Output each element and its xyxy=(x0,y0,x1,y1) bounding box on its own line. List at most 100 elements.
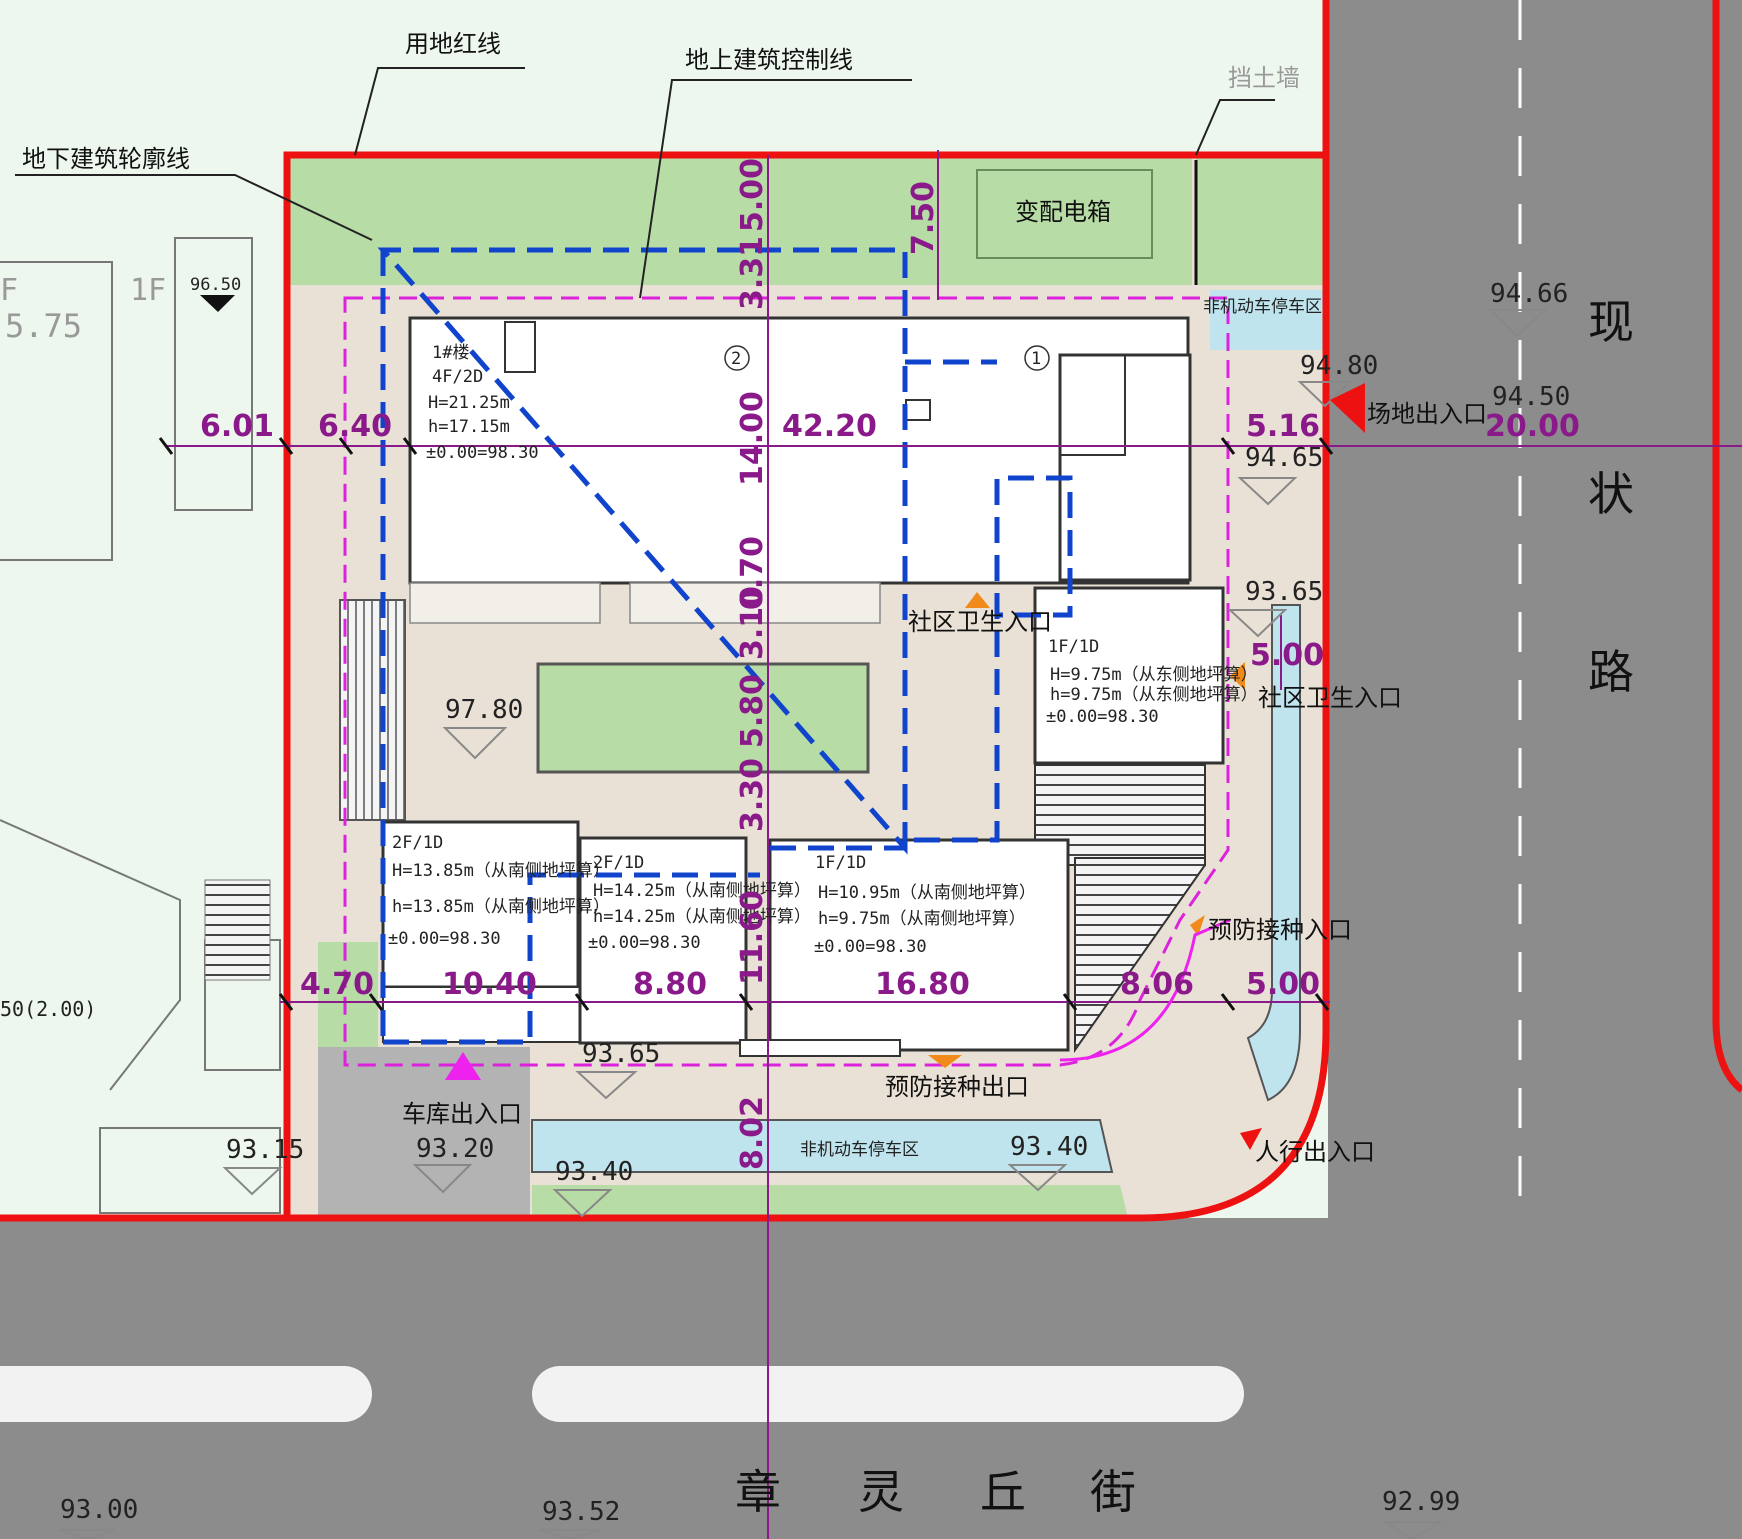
road-south-char-2: 灵 xyxy=(858,1465,904,1519)
site-entry-arrow xyxy=(1330,383,1365,433)
elev-9340a: 93.40 xyxy=(555,1157,633,1187)
dim-v-4: 0.70 xyxy=(735,536,770,610)
elev-9480: 94.80 xyxy=(1300,351,1378,381)
dim-h-top-2: 6.40 xyxy=(318,409,392,444)
dim-h-bot-6: 5.00 xyxy=(1246,967,1320,1002)
dim-v-7: 3.30 xyxy=(735,758,770,832)
dim-h-bot-4: 16.80 xyxy=(875,967,970,1002)
legend-redline: 用地红线 xyxy=(405,30,501,58)
dim-v-9: 8.02 xyxy=(735,1096,770,1170)
south-bike-parking xyxy=(531,1119,1114,1173)
sw-h: h=13.85m（从南侧地坪算） xyxy=(392,897,610,917)
elev-9365b: 93.65 xyxy=(582,1039,660,1069)
road-south-char-3: 丘 xyxy=(980,1465,1026,1519)
dim-v-1: 5.00 xyxy=(735,158,770,232)
smid-h: h=14.25m（从南侧地坪算） xyxy=(593,907,811,927)
road-east-char-1: 现 xyxy=(1588,295,1634,349)
label-site-entry: 场地出入口 xyxy=(1367,400,1487,428)
east-wing-h: h=9.75m（从东侧地坪算） xyxy=(1050,685,1258,705)
road-south-char-1: 章 xyxy=(735,1465,781,1519)
se-h: h=9.75m（从南侧地坪算） xyxy=(818,909,1026,929)
sw-base: ±0.00=98.30 xyxy=(388,929,501,949)
dim-v-3: 14.00 xyxy=(735,391,770,486)
label-community-health-inner: 社区卫生入口 xyxy=(908,608,1052,636)
dim-h-top-4: 5.16 xyxy=(1246,409,1320,444)
dim-h-top-1: 6.01 xyxy=(200,409,274,444)
dim-v-8: 11.60 xyxy=(735,890,770,985)
dim-v-misc-1: 7.50 xyxy=(906,181,941,255)
elev-9299: 92.99 xyxy=(1382,1487,1460,1517)
entrance-arrows xyxy=(445,383,1365,1150)
underground-outline xyxy=(377,247,1073,1045)
b1-base: ±0.00=98.30 xyxy=(426,443,539,463)
b1-h: h=17.15m xyxy=(428,417,510,437)
legend-underground-outline: 地下建筑轮廓线 xyxy=(22,145,190,173)
axis-circle-1: 1 xyxy=(1031,349,1041,369)
elev-9300: 93.00 xyxy=(60,1495,138,1525)
neighbor-elev-b: 96.50 xyxy=(190,275,241,295)
sw-floors: 2F/1D xyxy=(392,833,443,853)
elev-9315: 93.15 xyxy=(226,1135,304,1165)
elev-9340b: 93.40 xyxy=(1010,1132,1088,1162)
dim-h-bot-2: 10.40 xyxy=(442,967,537,1002)
label-nonmotor-parking-east: 非机动车停车区 xyxy=(1203,297,1322,317)
elev-9466: 94.66 xyxy=(1490,279,1568,309)
smid-H: H=14.25m（从南侧地坪算） xyxy=(593,881,811,901)
east-wing-floors: 1F/1D xyxy=(1048,637,1099,657)
elevation-markers xyxy=(59,309,1548,1539)
elev-9320: 93.20 xyxy=(416,1134,494,1164)
label-garage-exit: 车库出入口 xyxy=(402,1100,522,1128)
dim-h-bot-1: 4.70 xyxy=(300,967,374,1002)
dim-v-5: 3.10 xyxy=(735,586,770,660)
b1-H: H=21.25m xyxy=(428,393,510,413)
road-east-char-2: 状 xyxy=(1588,467,1634,521)
axis-circle-2: 2 xyxy=(731,349,741,369)
label-vaccination-exit: 预防接种出口 xyxy=(885,1073,1029,1101)
label-retaining-wall: 挡土墙 xyxy=(1228,64,1300,92)
east-wing-H: H=9.75m（从东侧地坪算） xyxy=(1050,665,1258,685)
road-south-char-4: 街 xyxy=(1090,1465,1136,1519)
legend-above-ground-control: 地上建筑控制线 xyxy=(685,46,853,74)
elev-9465: 94.65 xyxy=(1245,443,1323,473)
elev-9352: 93.52 xyxy=(542,1497,620,1527)
se-H: H=10.95m（从南侧地坪算） xyxy=(818,883,1036,903)
neighbor-floors-a: F xyxy=(0,273,18,308)
road-east xyxy=(1328,0,1742,1539)
central-green xyxy=(536,662,870,774)
dim-h-bot-3: 8.80 xyxy=(633,967,707,1002)
east-wing-base: ±0.00=98.30 xyxy=(1046,707,1159,727)
building-1 xyxy=(339,316,1192,821)
label-pedestrian-exit: 人行出入口 xyxy=(1255,1138,1375,1166)
road-south xyxy=(0,1218,1742,1539)
dim-h-bot-5: 8.06 xyxy=(1120,967,1194,1002)
b1-name: 1#楼 xyxy=(432,343,469,363)
label-vaccination-entry: 预防接种入口 xyxy=(1208,916,1352,944)
dimension-lines xyxy=(165,150,1742,1539)
above-ground-control-line xyxy=(343,296,1230,1067)
site-redline xyxy=(0,0,1330,1222)
se-floors: 1F/1D xyxy=(815,853,866,873)
smid-base: ±0.00=98.30 xyxy=(588,933,701,953)
dim-h-top-3: 42.20 xyxy=(782,409,877,444)
dim-v-6: 5.80 xyxy=(735,674,770,748)
label-transformer-box: 变配电箱 xyxy=(1015,198,1111,226)
b1-floors: 4F/2D xyxy=(432,367,483,387)
dim-v-2: 3.31 xyxy=(735,236,770,310)
neighbor-floors-b: 1F xyxy=(130,273,166,308)
elev-9780: 97.80 xyxy=(445,695,523,725)
se-base: ±0.00=98.30 xyxy=(814,937,927,957)
building-south-blocks xyxy=(204,820,1070,1057)
sw-H: H=13.85m（从南侧地坪算） xyxy=(392,861,610,881)
dim-v-misc-2: 5.00 xyxy=(1250,638,1324,673)
road-east-char-3: 路 xyxy=(1588,645,1634,699)
neighbor-note: 50(2.00) xyxy=(0,997,96,1021)
elev-9450: 94.50 xyxy=(1492,382,1570,412)
dim-h-top-5: 20.00 xyxy=(1485,409,1580,444)
smid-floors: 2F/1D xyxy=(593,853,644,873)
elev-9365a: 93.65 xyxy=(1245,577,1323,607)
label-community-health-east: 社区卫生入口 xyxy=(1258,684,1402,712)
transformer-box xyxy=(976,169,1153,259)
label-nonmotor-parking-south: 非机动车停车区 xyxy=(800,1140,919,1160)
leader-lines xyxy=(15,67,1275,299)
